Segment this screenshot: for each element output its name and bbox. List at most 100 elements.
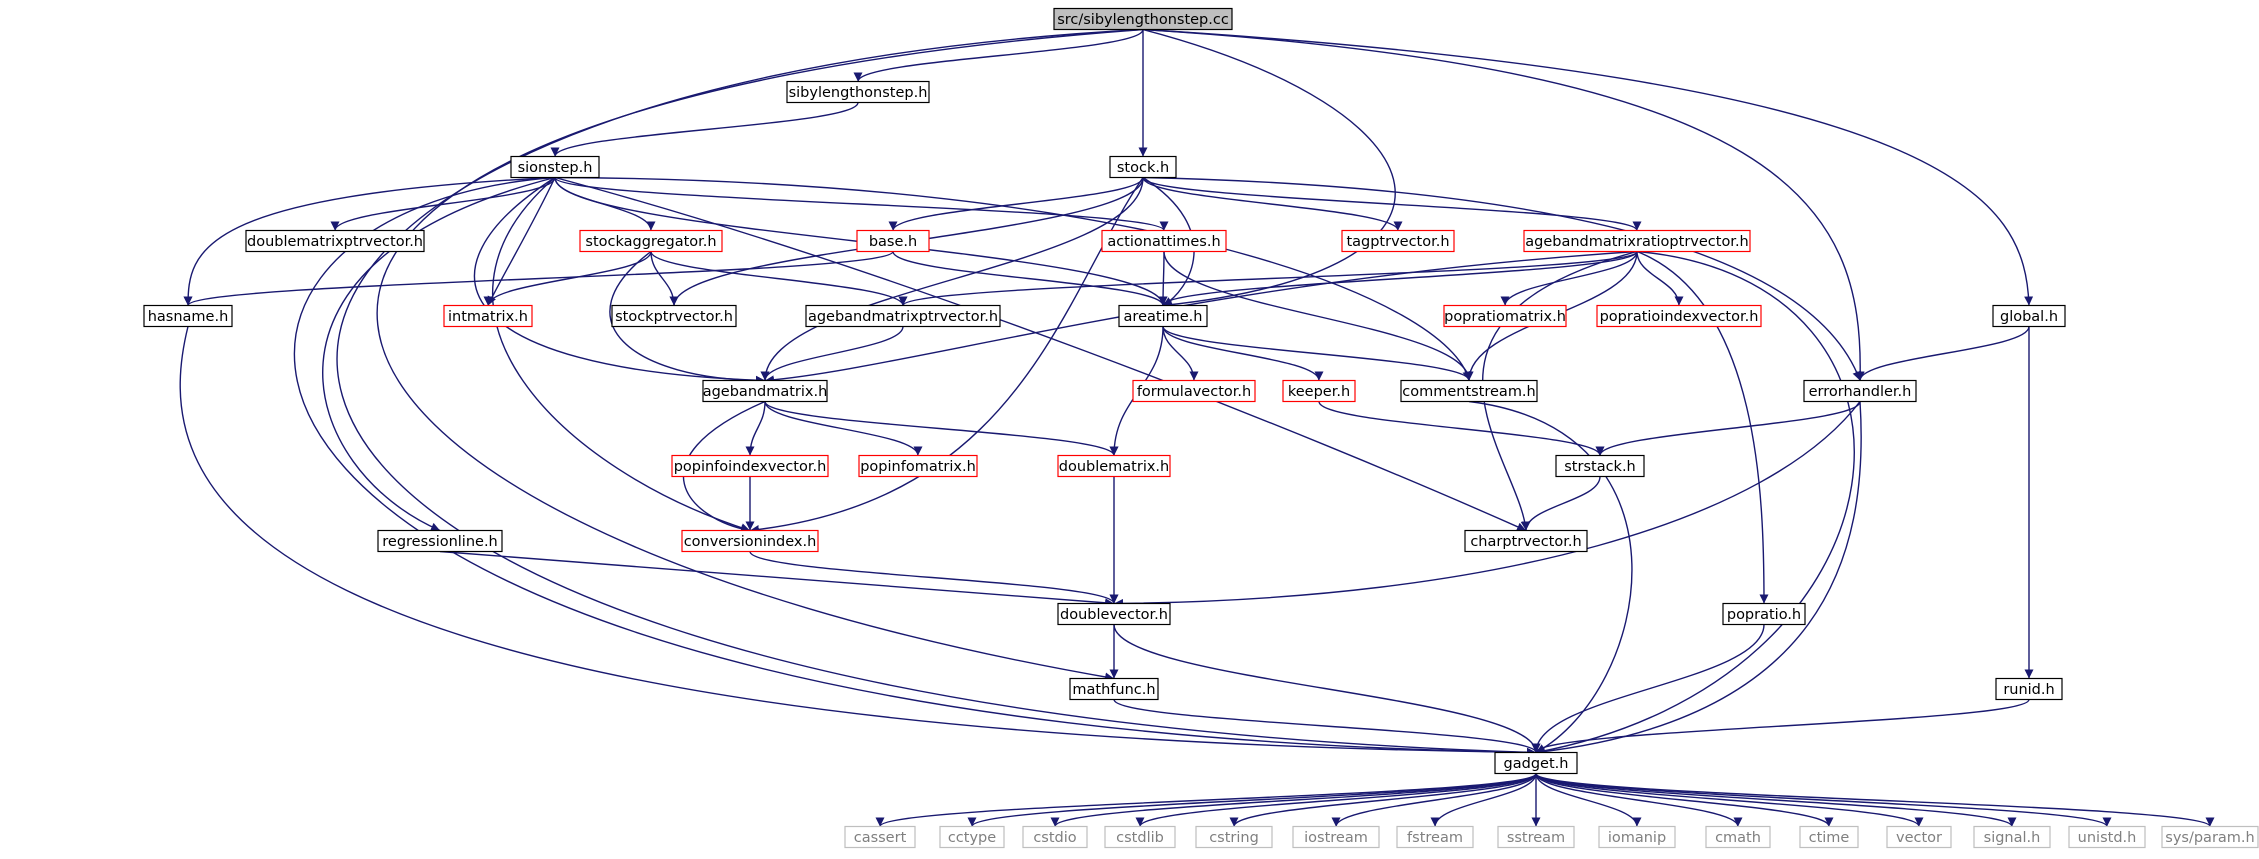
node-charptrvector_h[interactable]: charptrvector.h	[1464, 529, 1588, 553]
edge-gadget_h-to-ctime	[1535, 773, 1834, 827]
node-box	[1443, 304, 1567, 328]
node-iomanip: iomanip	[1598, 825, 1676, 849]
node-hasname_h[interactable]: hasname.h	[143, 304, 233, 328]
node-label: cassert	[854, 830, 907, 846]
edge-strstack_h-to-charptrvector_h	[1521, 476, 1601, 531]
node-box	[1341, 229, 1455, 253]
node-label: stockptrvector.h	[615, 309, 733, 325]
node-label: actionattimes.h	[1107, 234, 1220, 250]
node-box	[1992, 304, 2066, 328]
edge-gadget_h-to-vector	[1535, 772, 1924, 828]
node-agebandmatrixptrvector_h[interactable]: agebandmatrixptrvector.h	[805, 304, 1001, 328]
node-popratioindexvector_h[interactable]: popratioindexvector.h	[1596, 304, 1762, 328]
edge-areatime_h-to-formulavector_h	[1162, 326, 1199, 381]
node-sibylengthonstep_cc[interactable]: src/sibylengthonstep.cc	[1053, 7, 1233, 31]
node-mathfunc_h[interactable]: mathfunc.h	[1069, 677, 1159, 701]
edge-stockaggregator_h-to-stockptrvector_h	[650, 251, 679, 306]
node-tagptrvector_h[interactable]: tagptrvector.h	[1341, 229, 1455, 253]
node-gadget_h[interactable]: gadget.h	[1494, 751, 1578, 775]
node-stockptrvector_h[interactable]: stockptrvector.h	[611, 304, 737, 328]
edge-agebandmatrixratioptrvector_h-to-popratio_h	[1636, 250, 1769, 604]
node-regressionline_h[interactable]: regressionline.h	[377, 529, 503, 553]
edge-keeper_h-to-strstack_h	[1318, 401, 1605, 456]
node-box	[1973, 825, 2051, 849]
node-intmatrix_h[interactable]: intmatrix.h	[443, 304, 533, 328]
node-box	[1803, 379, 1917, 403]
node-conversionindex_h[interactable]: conversionindex.h	[681, 529, 819, 553]
node-label: tagptrvector.h	[1346, 234, 1449, 250]
edge-gadget_h-to-cstdlib	[1135, 773, 1537, 827]
node-box	[579, 229, 723, 253]
node-box	[1022, 825, 1088, 849]
node-popratio_h[interactable]: popratio.h	[1722, 602, 1806, 626]
node-label: popinfomatrix.h	[860, 459, 976, 475]
node-popratiomatrix_h[interactable]: popratiomatrix.h	[1443, 304, 1567, 328]
node-popinfomatrix_h[interactable]: popinfomatrix.h	[858, 454, 978, 478]
edge-agebandmatrixratioptrvector_h-to-agebandmatrixptrvector_h	[898, 250, 1638, 307]
node-strstack_h[interactable]: strstack.h	[1555, 454, 1645, 478]
node-label: formulavector.h	[1137, 384, 1251, 400]
node-label: doublevector.h	[1060, 607, 1168, 623]
edge-agebandmatrixptrvector_h-to-agebandmatrix_h	[760, 326, 904, 381]
node-doublematrix_h[interactable]: doublematrix.h	[1057, 454, 1171, 478]
edge-stockaggregator_h-to-agebandmatrix_h	[609, 250, 766, 385]
node-areatime_h[interactable]: areatime.h	[1118, 304, 1208, 328]
node-box	[1053, 7, 1233, 31]
node-label: src/sibylengthonstep.cc	[1057, 12, 1229, 28]
edge-sionstep_h-to-commentstream_h	[554, 176, 1472, 381]
node-stockaggregator_h[interactable]: stockaggregator.h	[579, 229, 723, 253]
nodes-layer: src/sibylengthonstep.cc sibylengthonstep.…	[143, 7, 2259, 849]
node-stock_h[interactable]: stock.h	[1109, 155, 1177, 179]
edge-errorhandler_h-to-strstack_h	[1595, 401, 1861, 456]
node-cstdio: cstdio	[1022, 825, 1088, 849]
node-fstream: fstream	[1396, 825, 1474, 849]
node-cassert: cassert	[844, 825, 916, 849]
node-box	[1292, 825, 1380, 849]
node-cmath: cmath	[1705, 825, 1771, 849]
node-popinfoindexvector_h[interactable]: popinfoindexvector.h	[671, 454, 829, 478]
edge-stock_h-to-tagptrvector_h	[1142, 177, 1403, 231]
edge-conversionindex_h-to-doublevector_h	[749, 551, 1119, 604]
edge-actionattimes_h-to-areatime_h	[1158, 251, 1168, 306]
node-box	[1109, 155, 1177, 179]
node-doublevector_h[interactable]: doublevector.h	[1057, 602, 1171, 626]
node-label: cstdio	[1033, 830, 1076, 846]
node-keeper_h[interactable]: keeper.h	[1282, 379, 1356, 403]
edge-base_h-to-hasname_h	[183, 250, 894, 307]
edge-agebandmatrixratioptrvector_h-to-areatime_h	[1158, 250, 1638, 307]
node-box	[2161, 825, 2259, 849]
node-box	[1799, 825, 1859, 849]
node-box	[858, 454, 978, 478]
edge-stock_h-to-conversionindex_h	[749, 177, 1144, 534]
node-box	[671, 454, 829, 478]
node-errorhandler_h[interactable]: errorhandler.h	[1803, 379, 1917, 403]
node-label: keeper.h	[1288, 384, 1350, 400]
node-actionattimes_h[interactable]: actionattimes.h	[1101, 229, 1227, 253]
node-label: gadget.h	[1504, 756, 1569, 772]
edge-sibylengthonstep_cc-to-sibylengthonstep_h	[853, 29, 1144, 82]
edge-stock_h-to-errorhandler_h	[1142, 176, 1862, 381]
edge-gadget_h-to-iomanip	[1535, 773, 1642, 827]
node-box	[1132, 379, 1256, 403]
edge-errorhandler_h-to-doublevector_h	[1113, 401, 1861, 608]
node-sionstep_h[interactable]: sionstep.h	[510, 155, 600, 179]
node-commentstream_h[interactable]: commentstream.h	[1400, 379, 1538, 403]
edge-sibylengthonstep_cc-to-errorhandler_h	[1142, 28, 1865, 381]
node-box	[1705, 825, 1771, 849]
node-base_h[interactable]: base.h	[856, 229, 930, 253]
edge-gadget_h-to-cstring	[1229, 773, 1537, 827]
node-doublematrixptrvector_h[interactable]: doublematrixptrvector.h	[245, 229, 425, 253]
node-label: doublematrix.h	[1059, 459, 1170, 475]
node-formulavector_h[interactable]: formulavector.h	[1132, 379, 1256, 403]
edge-agebandmatrixratioptrvector_h-to-popratiomatrix_h	[1500, 251, 1638, 306]
node-sibylengthonstep_h[interactable]: sibylengthonstep.h	[786, 80, 930, 104]
node-label: intmatrix.h	[448, 309, 528, 325]
node-box	[805, 304, 1001, 328]
node-agebandmatrix_h[interactable]: agebandmatrix.h	[702, 379, 828, 403]
node-label: hasname.h	[148, 309, 229, 325]
node-runid_h[interactable]: runid.h	[1995, 677, 2063, 701]
node-global_h[interactable]: global.h	[1992, 304, 2066, 328]
node-agebandmatrixratioptrvector_h[interactable]: agebandmatrixratioptrvector.h	[1523, 229, 1751, 253]
node-box	[939, 825, 1005, 849]
node-box	[856, 229, 930, 253]
